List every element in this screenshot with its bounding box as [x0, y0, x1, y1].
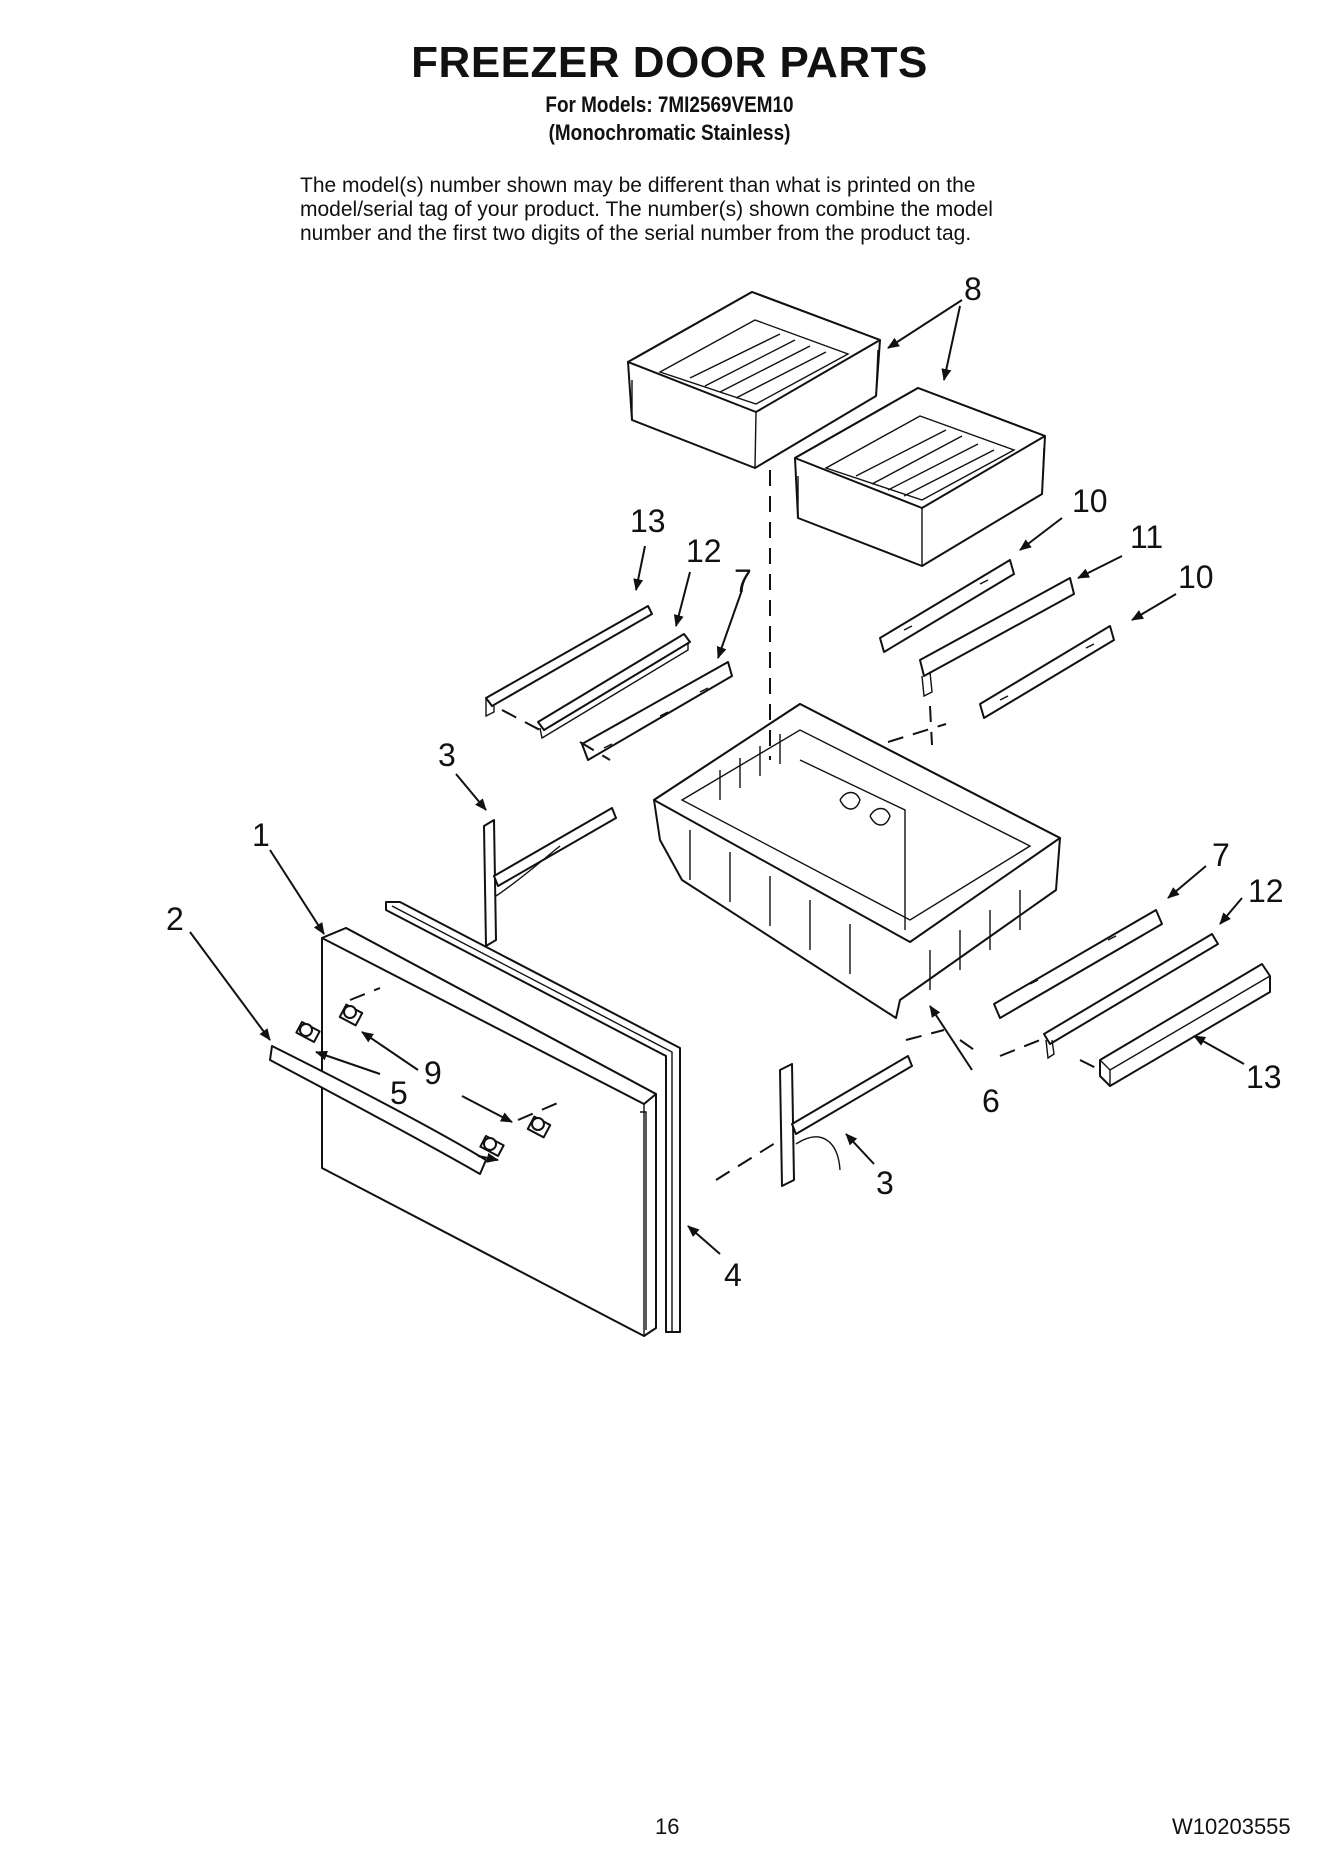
- model-number-note: The model(s) number shown may be differe…: [300, 174, 1080, 246]
- handle-screw-5-a: [295, 1021, 321, 1043]
- basket-support-3-lower: [779, 1055, 913, 1187]
- callout-4: 4: [724, 1257, 742, 1293]
- slide-cover-13-lower: [1099, 963, 1271, 1087]
- callout-13-lower: 13: [1246, 1059, 1282, 1095]
- slide-11: [919, 577, 1075, 698]
- handle-spacer-9-a: [338, 1003, 364, 1027]
- slide-7-lower: [993, 909, 1163, 1019]
- callout-2: 2: [166, 901, 184, 937]
- models-line: For Models: 7MI2569VEM10: [545, 92, 794, 117]
- note-line: number and the first two digits of the s…: [300, 222, 972, 245]
- callout-12-upper: 12: [686, 533, 722, 569]
- callout-12-lower: 12: [1248, 873, 1284, 909]
- slide-12-upper: [537, 633, 691, 740]
- document-id: W10203555: [1172, 1814, 1291, 1839]
- callout-13-upper: 13: [630, 503, 666, 539]
- door-gasket-4: [385, 901, 681, 1333]
- leader-arrows: [189, 299, 1245, 1255]
- callout-3-lower: 3: [876, 1165, 894, 1201]
- page-number: 16: [655, 1814, 680, 1839]
- upper-basket-right: [794, 387, 1046, 567]
- callout-7-upper: 7: [734, 563, 752, 599]
- freezer-basket-6: [653, 703, 1061, 1019]
- callout-11: 11: [1130, 519, 1163, 555]
- slide-7-upper: [581, 661, 733, 761]
- callout-10-upper: 10: [1072, 483, 1108, 519]
- door-handle-2: [269, 1045, 487, 1175]
- callout-1: 1: [252, 817, 270, 853]
- callout-7-lower: 7: [1212, 837, 1230, 873]
- callout-6: 6: [982, 1083, 1000, 1119]
- freezer-door-1: [321, 927, 657, 1337]
- handle-screw-5-b: [479, 1135, 505, 1157]
- callout-9: 9: [424, 1055, 442, 1091]
- note-line: The model(s) number shown may be differe…: [300, 174, 976, 197]
- page-title: FREEZER DOOR PARTS: [411, 38, 928, 87]
- slide-10-upper-b: [979, 625, 1115, 719]
- slide-10-upper-a: [879, 559, 1015, 653]
- basket-support-3-upper: [483, 807, 617, 947]
- callout-8: 8: [964, 271, 982, 307]
- alignment-lines: [349, 470, 1101, 1181]
- slide-cover-13-upper: [485, 605, 653, 718]
- callout-5: 5: [390, 1075, 408, 1111]
- upper-basket-left: [627, 291, 881, 469]
- callout-3-upper: 3: [438, 737, 456, 773]
- note-line: model/serial tag of your product. The nu…: [300, 198, 993, 221]
- slide-12-lower: [1043, 933, 1219, 1060]
- handle-spacer-9-b: [526, 1115, 552, 1139]
- finish-line: (Monochromatic Stainless): [548, 120, 791, 145]
- callout-10-lower: 10: [1178, 559, 1214, 595]
